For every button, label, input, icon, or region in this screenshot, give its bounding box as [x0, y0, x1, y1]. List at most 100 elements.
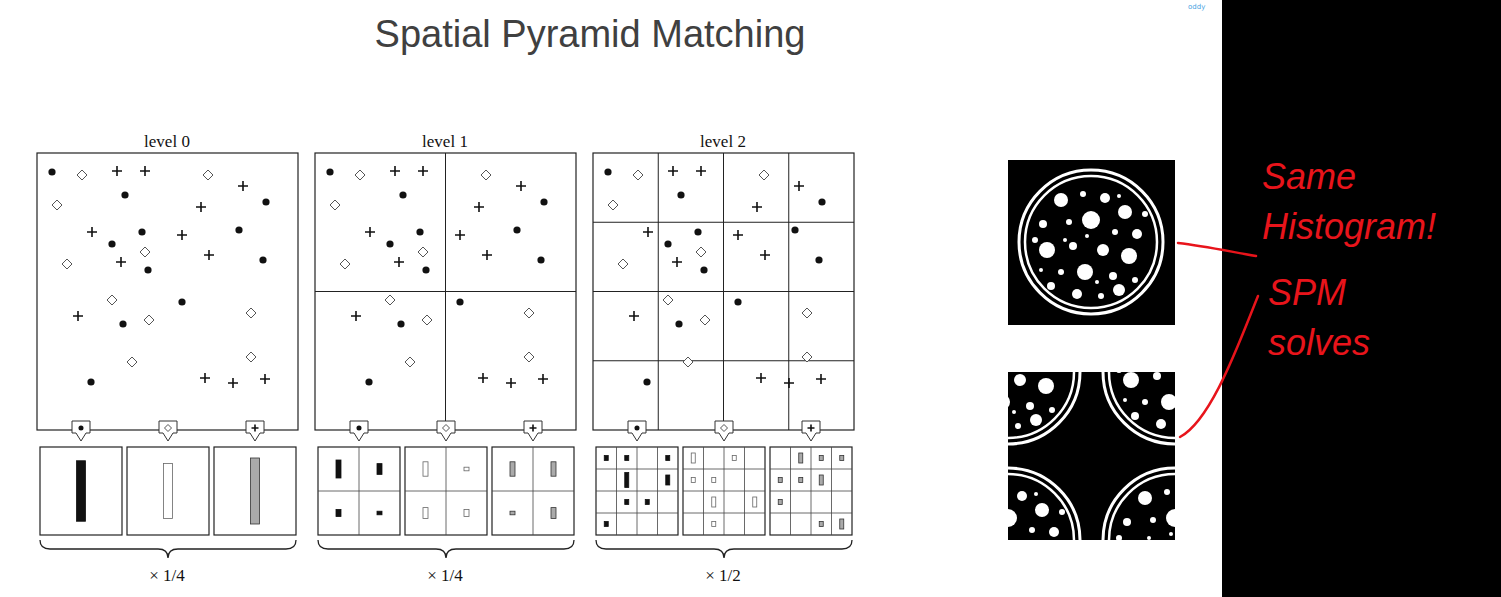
- histogram-bar: [840, 456, 844, 461]
- histogram-grid: [831, 447, 832, 535]
- histogram-bar: [77, 461, 86, 522]
- handwritten-note: Same Histogram!: [1262, 152, 1492, 252]
- arrow-icon: [628, 421, 646, 441]
- diamond-feature: [385, 295, 395, 305]
- histogram-grid: [657, 447, 658, 535]
- dot-feature: [397, 320, 404, 327]
- histogram-bar: [666, 456, 670, 461]
- diamond-feature: [140, 247, 150, 257]
- dot-feature: [694, 228, 701, 235]
- brace: [40, 540, 296, 558]
- pizza-quarter: [1008, 372, 1080, 444]
- histogram-bar: [625, 500, 629, 505]
- histogram-bar: [510, 511, 515, 515]
- cross-feature: [196, 202, 206, 212]
- histogram-bar: [336, 509, 341, 516]
- cross-feature: [733, 230, 743, 240]
- dot-feature: [259, 256, 266, 263]
- histogram-bar: [819, 475, 823, 485]
- histogram-grid: [318, 491, 400, 492]
- diamond-feature: [127, 357, 137, 367]
- cross-feature: [200, 373, 210, 383]
- diamond-feature: [608, 200, 618, 210]
- cross-feature: [390, 166, 400, 176]
- pizza-centered: [1019, 170, 1163, 314]
- pyramid-level: [315, 153, 576, 558]
- cross-feature: [238, 181, 248, 191]
- cross-feature: [365, 227, 375, 237]
- arrow-icon: [246, 421, 264, 441]
- image-frame: [37, 153, 298, 430]
- diamond-feature: [524, 308, 534, 318]
- diamond-feature: [802, 352, 812, 362]
- histogram-bar: [625, 473, 629, 488]
- histogram-bar: [732, 456, 736, 461]
- histogram-bar: [423, 462, 428, 476]
- dot-feature: [356, 425, 361, 430]
- dot-feature: [365, 378, 372, 385]
- cross-feature: [455, 230, 465, 240]
- histogram-bar: [753, 497, 757, 507]
- histogram-bar: [510, 462, 515, 476]
- weight-label: × 1/4: [149, 566, 185, 586]
- arrow-icon: [802, 421, 820, 441]
- dot-feature: [604, 168, 611, 175]
- watermark: oddy: [1188, 3, 1205, 12]
- dot-feature: [119, 320, 126, 327]
- diamond-feature: [52, 200, 62, 210]
- cross-feature: [516, 181, 526, 191]
- cross-feature: [482, 250, 492, 260]
- slide-title: Spatial Pyramid Matching: [375, 12, 806, 56]
- dot-feature: [121, 191, 128, 198]
- grid-line: [315, 291, 576, 292]
- diamond-feature: [443, 425, 450, 432]
- dot-feature: [634, 425, 639, 430]
- arrow-icon: [524, 421, 542, 441]
- dot-feature: [791, 226, 798, 233]
- histogram-bar: [712, 497, 716, 507]
- diamond-feature: [144, 315, 154, 325]
- histogram-grid: [683, 513, 765, 514]
- cross-feature: [116, 257, 126, 267]
- histogram-bar: [464, 509, 469, 516]
- histogram-bar: [691, 453, 695, 463]
- dot-feature: [386, 240, 393, 247]
- histogram-box: [127, 447, 209, 535]
- dot-feature: [540, 198, 547, 205]
- histogram-grid: [770, 513, 852, 514]
- diamond-feature: [405, 357, 415, 367]
- diamond-feature: [696, 247, 706, 257]
- cross-feature: [394, 257, 404, 267]
- diamond-feature: [107, 295, 117, 305]
- cross-feature: [252, 425, 259, 432]
- dot-feature: [262, 198, 269, 205]
- histogram-bar: [778, 500, 782, 505]
- dot-feature: [235, 226, 242, 233]
- dot-feature: [456, 298, 463, 305]
- dot-feature: [399, 191, 406, 198]
- diamond-feature: [165, 425, 172, 432]
- cross-feature: [643, 227, 653, 237]
- dot-feature: [734, 298, 741, 305]
- histogram-bar: [712, 522, 716, 527]
- histogram-grid: [744, 447, 745, 535]
- histogram-bar: [799, 453, 803, 463]
- diamond-feature: [330, 200, 340, 210]
- histogram-bar: [251, 458, 260, 524]
- image-frame: [315, 153, 576, 430]
- dot-feature: [675, 320, 682, 327]
- grid-line: [593, 360, 854, 361]
- arrow-icon: [159, 421, 177, 441]
- dot-feature: [815, 256, 822, 263]
- histogram-box: [318, 447, 400, 535]
- grid-line: [593, 291, 854, 292]
- cross-feature: [351, 311, 361, 321]
- dot-feature: [144, 266, 151, 273]
- histogram-bar: [819, 522, 823, 527]
- diamond-feature: [683, 357, 693, 367]
- pizza-quarter: [1103, 468, 1175, 540]
- diamond-feature: [355, 170, 365, 180]
- diamond-feature: [802, 308, 812, 318]
- arrow-icon: [350, 421, 368, 441]
